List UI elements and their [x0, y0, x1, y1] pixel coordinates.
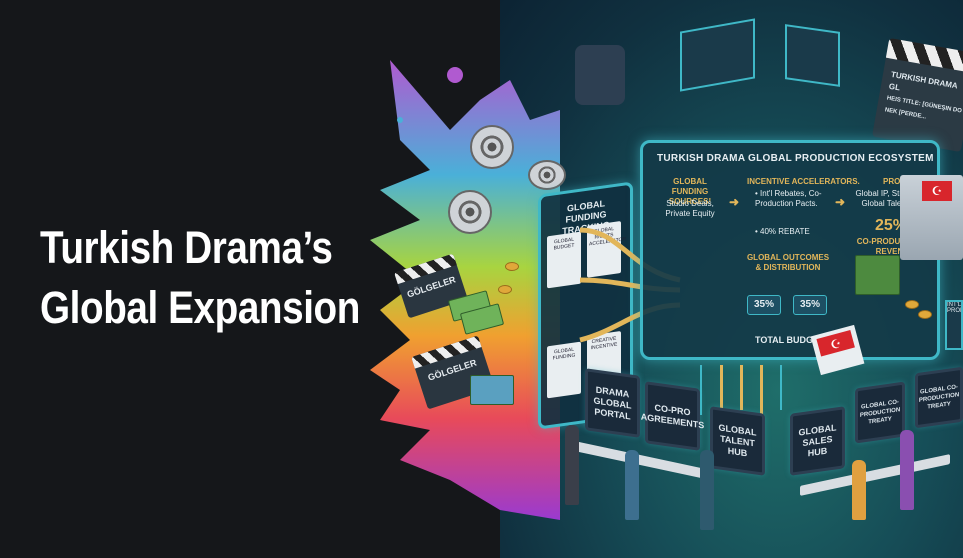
monitor-treaty: GLOBAL CO-PRODUCTION TREATY	[855, 381, 905, 444]
monitor-treaty: GLOBAL CO-PRODUCTION TREATY	[915, 366, 963, 429]
percent-box: 35%	[747, 295, 781, 315]
film-reel-icon	[448, 190, 492, 234]
circuit-line	[760, 365, 763, 420]
monitor-talent-hub: GLOBAL TALENT HUB	[710, 406, 765, 476]
coin-icon	[905, 300, 919, 309]
title-line-2: Global Expansion	[40, 282, 360, 333]
monitor-portal: DRAMA GLOBAL PORTAL	[585, 368, 640, 438]
person-figure	[700, 450, 714, 530]
monitor-sales-hub: GLOBAL SALES HUB	[790, 406, 845, 476]
circuit-line	[720, 365, 723, 425]
arrow-right-icon: ➜	[835, 195, 846, 209]
percent-box: 35%	[793, 295, 827, 315]
film-reel-icon	[470, 125, 514, 169]
side-panel-label: INT'L PRODU...	[945, 300, 963, 350]
circuit-line	[740, 365, 743, 410]
top-clapperboard: TURKISH DRAMA GL HEIS TITLE: [GÜNEŞIN DO…	[872, 37, 963, 153]
page-title: Turkish Drama’s Global Expansion	[40, 218, 360, 338]
coin-icon	[918, 310, 932, 319]
circuit-line	[700, 365, 702, 415]
bank-building-icon: ☪	[900, 175, 963, 260]
monitor-agreements: CO-PRO AGREEMENTS	[641, 381, 704, 451]
circuit-line	[780, 365, 782, 410]
turkish-flag-icon: ☪	[922, 181, 952, 201]
ecosystem-board: TURKISH DRAMA GLOBAL PRODUCTION ECOSYSTE…	[640, 140, 940, 360]
person-figure	[565, 425, 579, 505]
person-figure	[852, 460, 866, 520]
dashboard-monitor	[785, 24, 840, 87]
film-reel-icon	[528, 160, 566, 190]
coin-icon	[505, 262, 519, 271]
person-figure	[900, 430, 914, 510]
coin-icon	[498, 285, 512, 294]
cash-stack-icon	[855, 255, 900, 295]
person-figure	[625, 450, 639, 520]
camera-icon	[575, 45, 625, 105]
arrow-right-icon: ➜	[729, 195, 740, 209]
cash-stack-icon	[470, 375, 514, 405]
turkish-flag-icon: ☪	[816, 330, 855, 357]
title-line-1: Turkish Drama’s	[40, 222, 333, 273]
